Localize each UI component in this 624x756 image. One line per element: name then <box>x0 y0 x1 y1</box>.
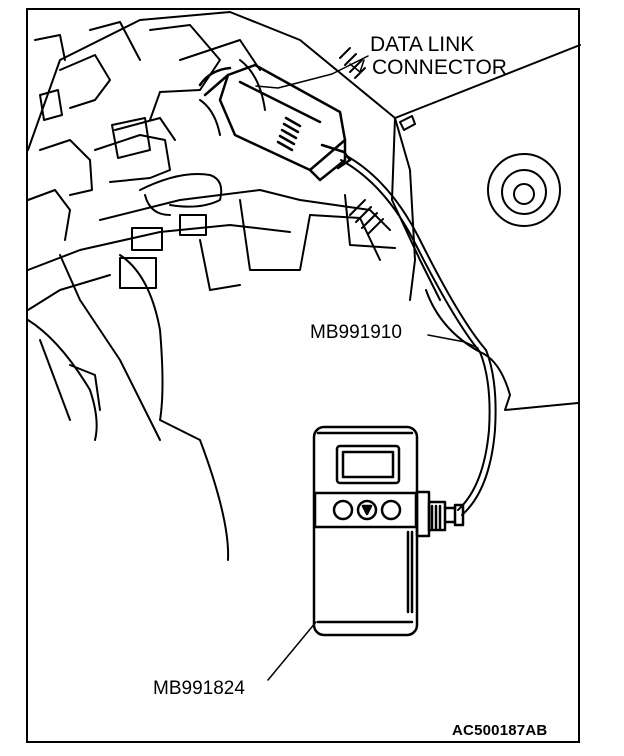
connector-label-line1: DATA LINK <box>370 33 475 56</box>
data-link-connector-plug <box>198 63 352 182</box>
tool-label: MB991824 <box>153 678 245 699</box>
figure-frame <box>26 8 580 743</box>
round-vent <box>487 153 561 227</box>
figure-id: AC500187AB <box>452 722 548 739</box>
connector-label-line2: CONNECTOR <box>372 56 507 79</box>
cable-label: MB991910 <box>310 322 402 343</box>
leader-lines <box>255 55 479 681</box>
dashboard-background <box>27 11 581 561</box>
scan-tool-mb991824 <box>312 425 465 637</box>
